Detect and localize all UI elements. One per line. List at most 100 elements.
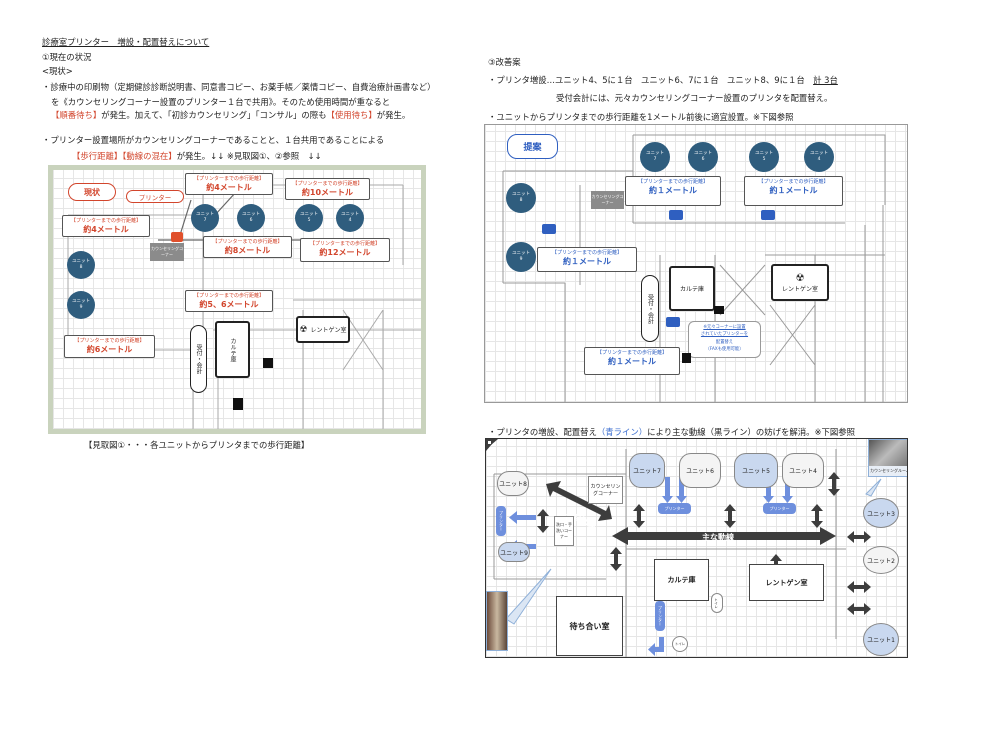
chart-storage: カルテ庫 <box>654 559 709 601</box>
paragraph-1-line-2: を《カウンセリングコーナー設置のプリンター１台で共用》。そのため使用時間が重なる… <box>51 97 391 107</box>
text: ・プリンタ増設…ユニット4、5に１台 ユニット6、7に１台 ユニット8、9に１台 <box>488 75 814 85</box>
printer-icon <box>669 210 683 220</box>
callout-heading: 【プリンターまでの歩行距離】 <box>193 176 264 182</box>
callout-heading: 【プリンターまでの歩行距離】 <box>193 293 264 299</box>
distance: 約8メートル <box>224 245 271 255</box>
subheading-current: <現状> <box>42 66 73 76</box>
printer-label: プリンター <box>126 190 184 203</box>
distance-callout-unit6: 【プリンターまでの歩行距離】約8メートル <box>203 236 292 258</box>
printer-icon <box>171 232 183 242</box>
xray-label: レントゲン室 <box>310 327 347 334</box>
distance-callout-unit8-9: 【プリンターまでの歩行距離】約１メートル <box>537 247 637 272</box>
unit-2: ユニット2 <box>863 546 899 574</box>
paragraph-1-line-3: 【順番待ち】が発生。加えて、「初診カウンセリング」「コンサル」の際も【使用待ち】… <box>51 111 410 119</box>
paragraph-2-line-1: ・プリンター設置場所がカウンセリングコーナーであることと、１台共用であることによ… <box>42 135 385 145</box>
distance-callout-unit4-5: 【プリンターまでの歩行距離】約１メートル <box>744 176 843 206</box>
note-line: （FAXも使用可能） <box>705 346 744 352</box>
toilet-icon <box>682 353 691 363</box>
distance-callout-unit5: 【プリンターまでの歩行距離】約10メートル <box>285 178 370 200</box>
issues: 【歩行距離】【動線の混在】 <box>72 151 177 161</box>
distance-callout-unit4: 【プリンターまでの歩行距離】約12メートル <box>300 238 390 262</box>
unit-4: ユニット4 <box>782 453 824 488</box>
callout-heading: 【プリンターまでの歩行距離】 <box>70 218 141 224</box>
note-line: 配置替え <box>715 339 734 345</box>
printer-icon <box>542 224 556 234</box>
unit-3: ユニット3 <box>863 498 899 528</box>
xray-room: レントゲン室 <box>749 564 824 601</box>
distance: 約5、6メートル <box>199 299 259 309</box>
toilet-icon <box>714 306 724 314</box>
xray-room: ☢レントゲン室 <box>771 264 829 301</box>
xray-label: レントゲン室 <box>781 285 818 293</box>
callout-heading: 【プリンターまでの歩行距離】 <box>212 239 283 245</box>
callout-heading: 【プリンターまでの歩行距離】 <box>637 179 708 185</box>
corridor-photo <box>486 591 508 651</box>
callout-heading: 【プリンターまでの歩行距離】 <box>74 338 145 344</box>
total-count: 計 3台 <box>813 75 838 85</box>
toilet: トイレ <box>711 593 723 613</box>
counseling-room-photo: カウンセリングルーム <box>868 439 908 477</box>
radiation-icon: ☢ <box>795 272 805 284</box>
distance-callout-reception: 【プリンターまでの歩行距離】約5、6メートル <box>185 290 273 312</box>
chart-storage: カルテ庫 <box>669 266 715 311</box>
reception-desk: 受付・会計 <box>190 325 207 393</box>
page-title: 診療室プリンター 増設・配置替えについて <box>42 37 210 47</box>
toilet-icon <box>233 398 243 410</box>
text: が発生。加えて、「初診カウンセリング」「コンサル」の際も <box>101 110 327 120</box>
waiting-room: 待ち合い室 <box>556 596 623 656</box>
unit-9: ユニット9 <box>498 542 530 562</box>
printer-marker: プリンター <box>763 503 796 514</box>
note-line: ※元々コーナーに設置 <box>703 325 746 330</box>
distance-callout-reception: 【プリンターまでの歩行距離】約１メートル <box>584 347 680 375</box>
text: が発生。↓↓ ※見取図①、②参照 ↓↓ <box>176 151 322 161</box>
wash-corner: 洗口・手洗いコーナー <box>554 516 574 546</box>
callout-heading: 【プリンターまでの歩行距離】 <box>309 241 380 247</box>
improvement-line-1: ・プリンタ増設…ユニット4、5に１台 ユニット6、7に１台 ユニット8、9に１台… <box>488 76 838 84</box>
chart-storage: カルテ庫 <box>215 321 250 378</box>
floor-plan-flow: ユニット8 ユニット9 ユニット7 ユニット6 ユニット5 ユニット4 ユニット… <box>485 438 908 658</box>
printer-icon <box>761 210 775 220</box>
callout-heading: 【プリンターまでの歩行距離】 <box>596 350 667 356</box>
photo-image <box>869 440 907 466</box>
queue-wait: 【順番待ち】 <box>51 110 102 120</box>
distance-callout-unit6-7: 【プリンターまでの歩行距離】約１メートル <box>625 176 721 206</box>
unit-6: ユニット6 <box>679 453 721 488</box>
unit-8: ユニット8 <box>497 471 529 496</box>
unit-7: ユニット7 <box>629 453 665 488</box>
printer-icon <box>666 317 680 327</box>
distance: 約4メートル <box>83 224 129 234</box>
distance: 約１メートル <box>649 185 697 195</box>
photo-label: カウンセリングルーム <box>870 468 908 473</box>
distance: 約１メートル <box>608 356 656 366</box>
unit-1: ユニット1 <box>863 623 899 656</box>
xray-room: ☢レントゲン室 <box>296 316 350 343</box>
note-line: されていたプリンターを <box>700 332 749 338</box>
reception-desk: 受付・会計 <box>641 275 659 342</box>
text: ・プリンタの増設、配置替え <box>488 427 597 437</box>
unit-5: ユニット5 <box>734 453 778 488</box>
improvement-line-4: ・プリンタの増設、配置替え（青ライン）により主な動線（黒ライン）の妨げを解消。※… <box>488 428 855 436</box>
distance: 約4メートル <box>206 182 252 192</box>
distance: 約１メートル <box>769 185 818 195</box>
improvement-line-2: 受付会計には、元々カウンセリングコーナー設置のプリンタを配置替え。 <box>556 93 833 103</box>
section-current: ①現在の状況 <box>42 52 92 62</box>
counseling-corner: カウンセリングコーナー <box>150 243 184 261</box>
proposal-badge: 提案 <box>507 134 558 159</box>
printer-marker: プリンター <box>658 503 691 514</box>
callout-heading: 【プリンターまでの歩行距離】 <box>758 179 829 185</box>
toilet-icon <box>263 358 273 368</box>
radiation-icon: ☢ <box>299 324 308 335</box>
section-improvement: ③改善案 <box>488 57 521 67</box>
distance: 約10メートル <box>301 187 354 197</box>
text: が発生。 <box>376 110 411 120</box>
